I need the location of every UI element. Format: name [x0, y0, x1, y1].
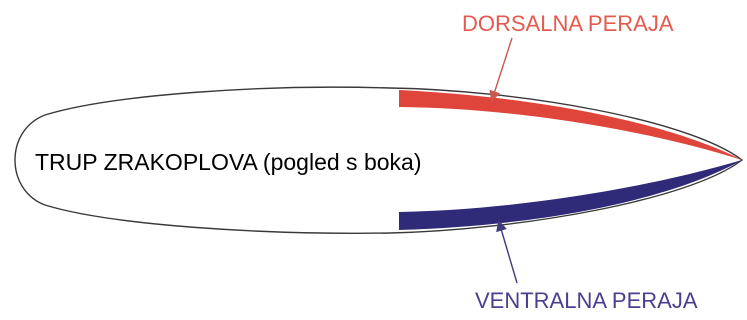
dorsal-fin-label: DORSALNA PERAJA — [462, 11, 674, 36]
ventral-fin — [399, 160, 742, 230]
fuselage-label: TRUP ZRAKOPLOVA (pogled s boka) — [35, 149, 421, 175]
ventral-fin-label: VENTRALNA PERAJA — [475, 288, 698, 313]
ventral-arrow — [496, 219, 518, 284]
dorsal-arrow — [489, 37, 513, 103]
dorsal-fin — [399, 90, 742, 160]
fuselage-outline — [14, 86, 744, 234]
